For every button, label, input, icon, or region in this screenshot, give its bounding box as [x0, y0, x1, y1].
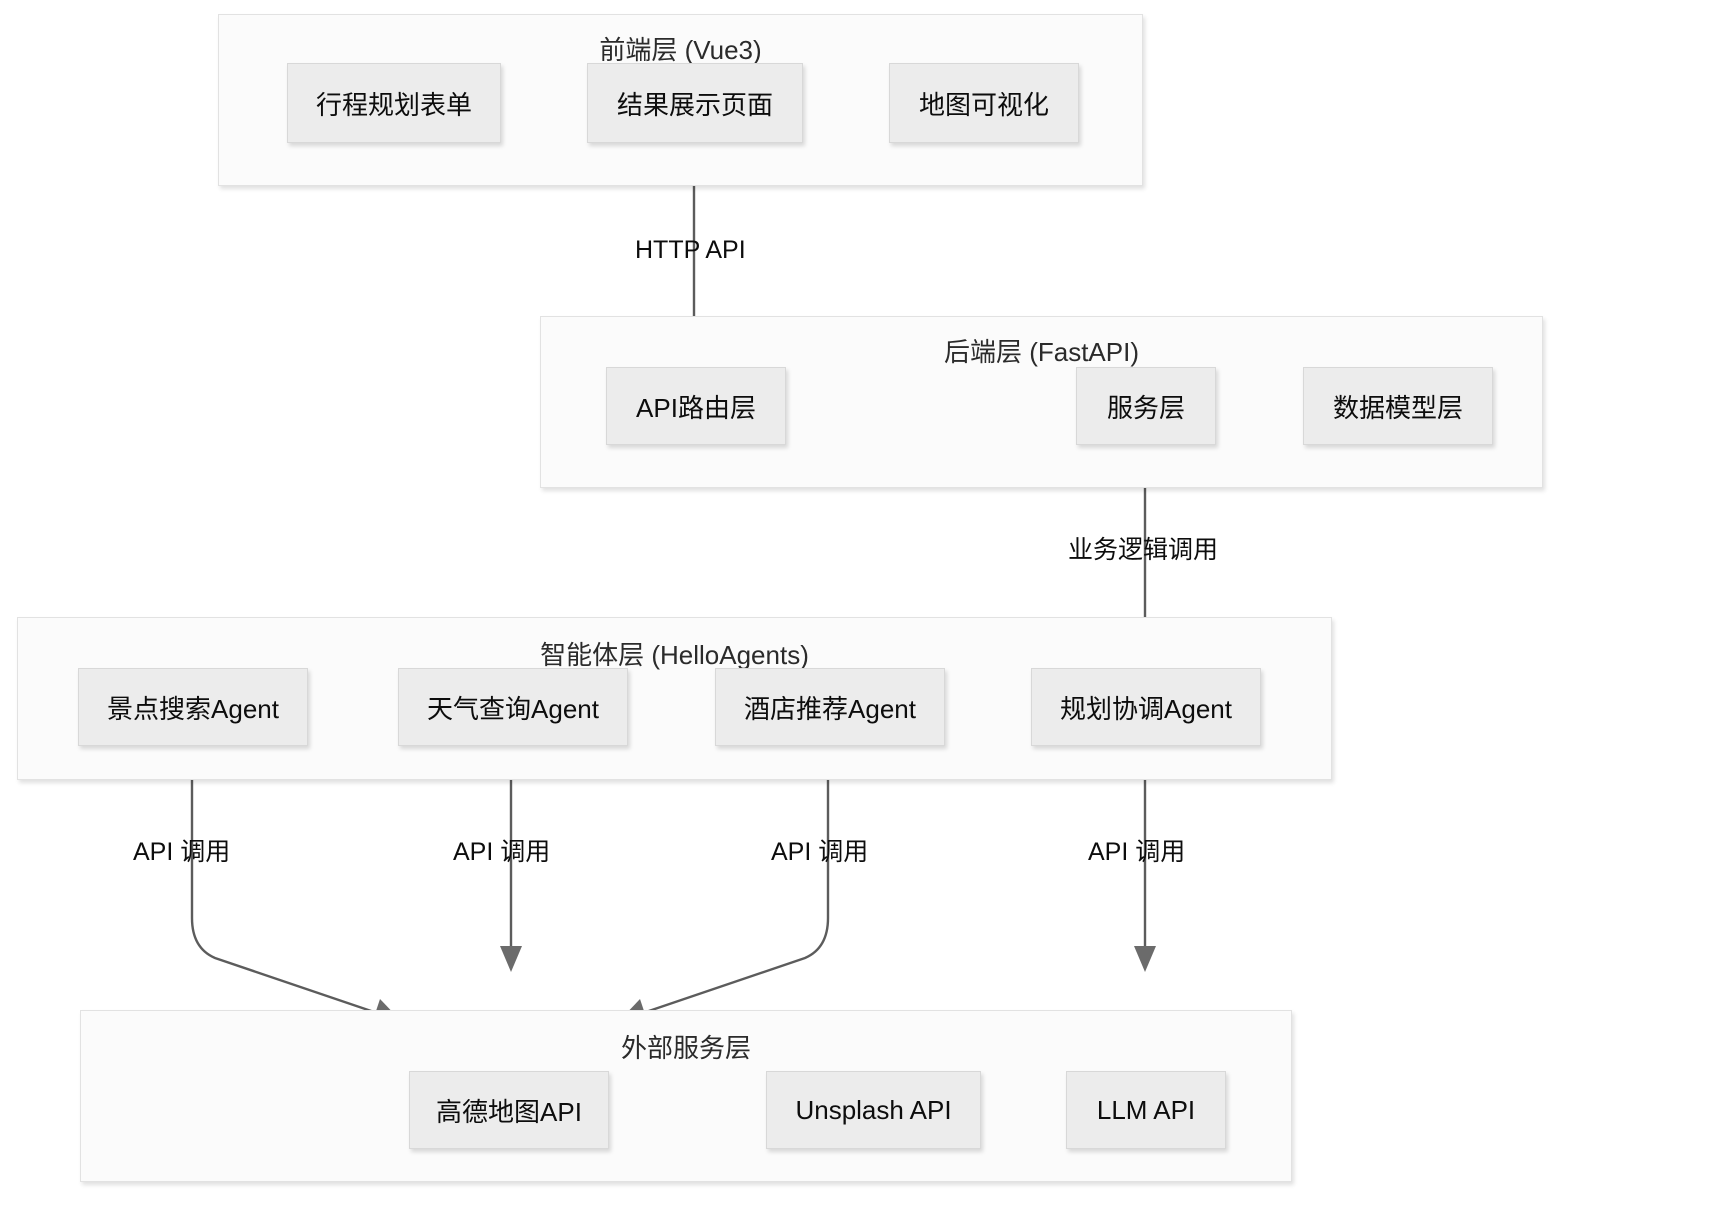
node-api-router[interactable]: API路由层 — [606, 367, 786, 445]
node-hotel-agent[interactable]: 酒店推荐Agent — [715, 668, 945, 746]
layer-agent-title: 智能体层 (HelloAgents) — [540, 640, 809, 670]
layer-backend: 后端层 (FastAPI) API路由层 服务层 数据模型层 — [540, 316, 1543, 488]
node-data-model[interactable]: 数据模型层 — [1303, 367, 1493, 445]
edge-label-api-call-hotel: API 调用 — [771, 838, 869, 866]
node-planner-agent[interactable]: 规划协调Agent — [1031, 668, 1261, 746]
layer-backend-title: 后端层 (FastAPI) — [943, 337, 1139, 367]
edge-label-api-call-spot: API 调用 — [133, 838, 231, 866]
node-llm-api[interactable]: LLM API — [1066, 1071, 1226, 1149]
edge-label-api-call-planner: API 调用 — [1088, 838, 1186, 866]
edge-spot-to-amap — [190, 745, 401, 1021]
layer-frontend: 前端层 (Vue3) 行程规划表单 结果展示页面 地图可视化 — [218, 14, 1143, 186]
layer-external-title: 外部服务层 — [620, 1033, 751, 1063]
node-spot-search-agent[interactable]: 景点搜索Agent — [78, 668, 308, 746]
node-weather-agent[interactable]: 天气查询Agent — [398, 668, 628, 746]
edge-label-api-call-weather: API 调用 — [453, 838, 551, 866]
node-map-visualization[interactable]: 地图可视化 — [889, 63, 1079, 143]
node-result-page[interactable]: 结果展示页面 — [587, 63, 803, 143]
layer-frontend-title: 前端层 (Vue3) — [599, 35, 762, 65]
edge-label-business-logic: 业务逻辑调用 — [1068, 536, 1219, 564]
layer-agent: 智能体层 (HelloAgents) 景点搜索Agent 天气查询Agent 酒… — [17, 617, 1332, 780]
node-trip-form[interactable]: 行程规划表单 — [287, 63, 501, 143]
edge-hotel-to-amap — [619, 745, 830, 1021]
node-service[interactable]: 服务层 — [1076, 367, 1216, 445]
layer-external: 外部服务层 高德地图API Unsplash API LLM API — [80, 1010, 1292, 1182]
node-unsplash-api[interactable]: Unsplash API — [766, 1071, 981, 1149]
edge-label-http-api: HTTP API — [635, 236, 746, 264]
node-amap-api[interactable]: 高德地图API — [409, 1071, 609, 1149]
